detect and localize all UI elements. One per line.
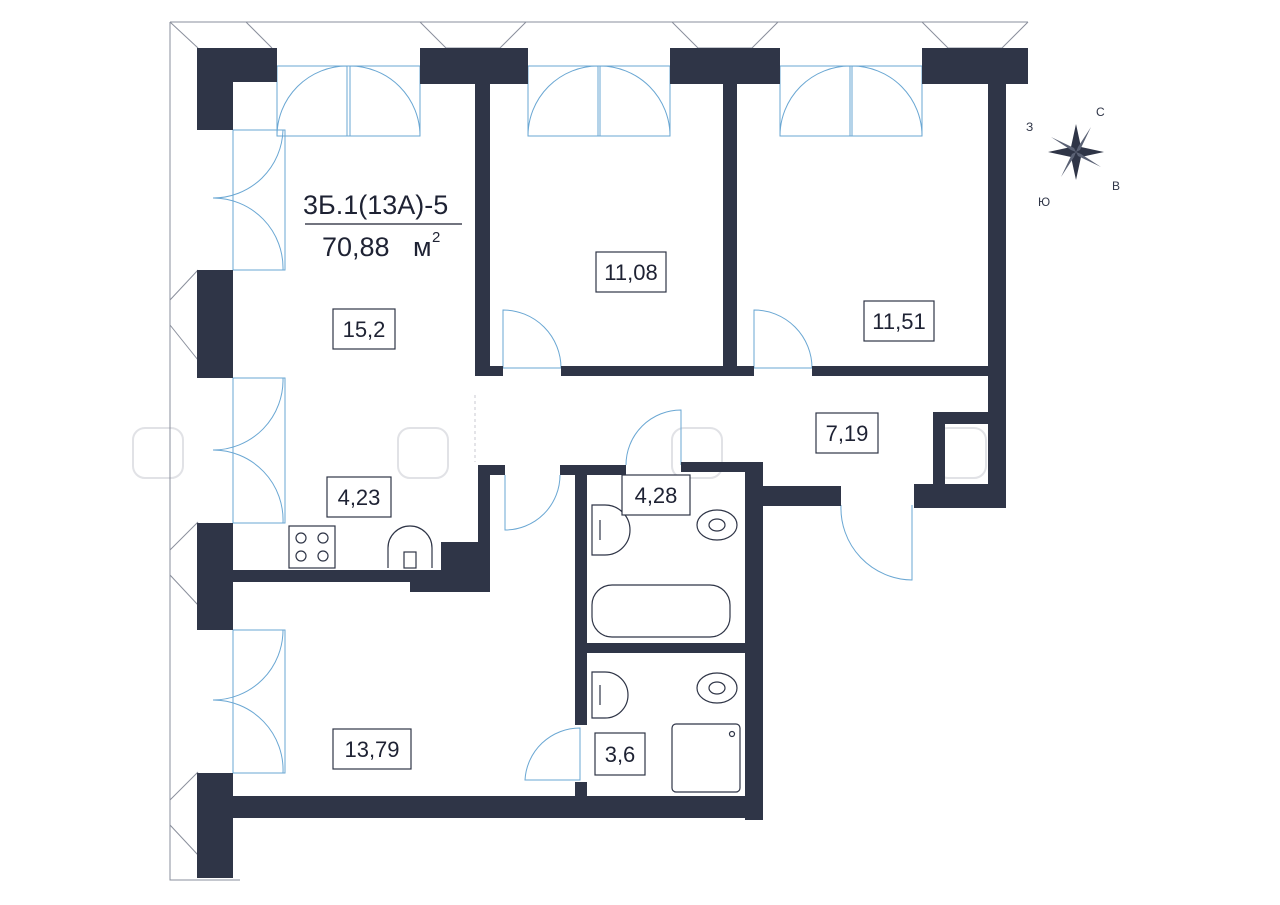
window-door-swings bbox=[212, 65, 923, 774]
compass-west: З bbox=[1026, 120, 1033, 134]
kitchen-sink bbox=[387, 525, 433, 569]
svg-text:4,28: 4,28 bbox=[635, 483, 678, 508]
room-label-bedroom-3: 13,79 bbox=[332, 728, 412, 770]
room-label-bathroom: 4,28 bbox=[621, 474, 691, 516]
balcony-outline bbox=[169, 21, 1029, 881]
room-label-hallway: 7,19 bbox=[815, 412, 879, 454]
apartment-code: 3Б.1(13А)-5 bbox=[303, 190, 448, 220]
kitchen-stove bbox=[288, 525, 336, 569]
svg-text:7,19: 7,19 bbox=[826, 421, 869, 446]
svg-text:11,08: 11,08 bbox=[604, 260, 657, 285]
room-label-shower-room: 3,6 bbox=[594, 732, 646, 776]
svg-text:3,6: 3,6 bbox=[605, 742, 636, 767]
svg-text:4,23: 4,23 bbox=[338, 485, 381, 510]
interior-doors bbox=[502, 309, 913, 781]
apartment-area-unit: м bbox=[413, 232, 432, 262]
compass-north: С bbox=[1096, 105, 1105, 119]
room-label-bedroom-1: 11,08 bbox=[595, 251, 667, 293]
compass-south: Ю bbox=[1038, 195, 1050, 209]
svg-text:11,51: 11,51 bbox=[872, 309, 925, 334]
room-label-kitchen: 4,23 bbox=[326, 476, 392, 518]
room-label-living-room: 15,2 bbox=[332, 308, 396, 350]
svg-text:13,79: 13,79 bbox=[344, 737, 399, 762]
window-glazing bbox=[232, 65, 923, 774]
bathroom-fixtures bbox=[591, 504, 741, 793]
apartment-area: 70,88 bbox=[322, 232, 390, 262]
compass-rose bbox=[1048, 124, 1104, 180]
room-label-bedroom-2: 11,51 bbox=[863, 300, 935, 342]
walls bbox=[197, 48, 1028, 878]
apartment-area-sup: 2 bbox=[432, 229, 440, 246]
svg-text:15,2: 15,2 bbox=[343, 317, 386, 342]
compass-east: В bbox=[1112, 179, 1120, 193]
